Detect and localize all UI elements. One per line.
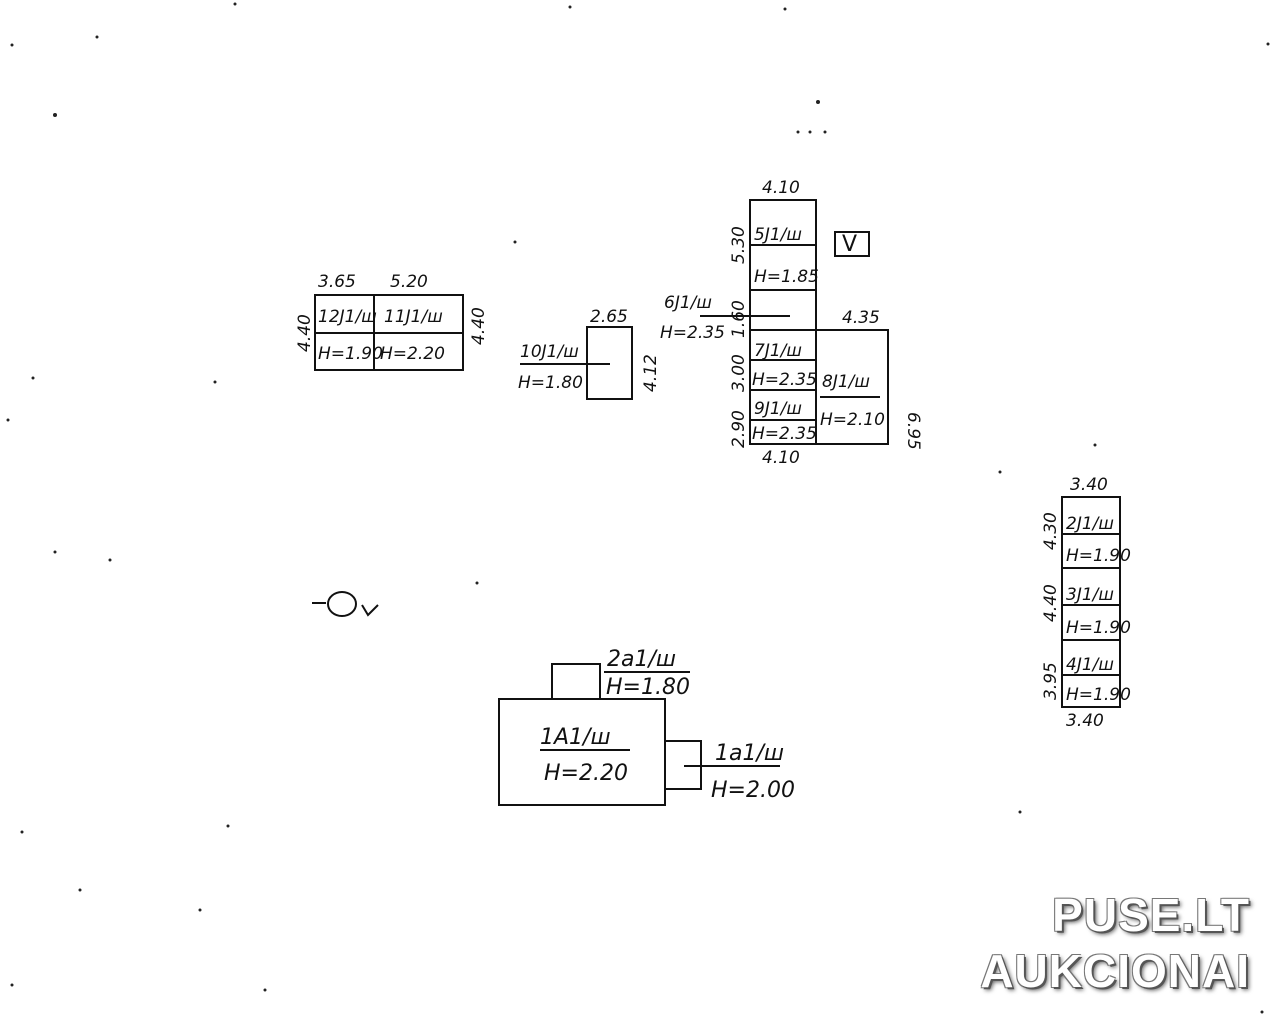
room-5-height: H=1.85: [754, 267, 819, 287]
room-8-label: 8J1/ш: [822, 372, 870, 392]
room-11-height: H=2.20: [380, 344, 445, 364]
room-2a-height: H=1.80: [606, 675, 690, 700]
room-2-height: H=1.90: [1066, 546, 1131, 566]
room-11-label: 11J1/ш: [384, 307, 443, 327]
dim-a-left: 4.40: [295, 314, 315, 352]
dim-c-right-top: 4.35: [842, 308, 880, 328]
room-1a-label: 1a1/ш: [715, 741, 784, 766]
room-12-height: H=1.90: [318, 344, 383, 364]
room-4-height: H=1.90: [1066, 685, 1131, 705]
dim-c-left-3: 3.00: [729, 354, 749, 392]
room-6-label: 6J1/ш: [664, 293, 712, 313]
room-10-height: H=1.80: [518, 373, 583, 393]
dim-c-left-4: 2.90: [729, 410, 749, 448]
dim-c-left-2: 1.60: [729, 300, 749, 338]
dim-d-bottom: 3.40: [1066, 711, 1104, 731]
dim-c-bottom: 4.10: [762, 448, 800, 468]
watermark-line-2: AUKCIONAI: [980, 945, 1250, 997]
room-4-label: 4J1/ш: [1066, 655, 1114, 675]
dim-b-right: 4.12: [641, 354, 661, 392]
watermark-line-1: PUSE.LT: [1052, 889, 1250, 941]
room-1A-height: H=2.20: [544, 761, 628, 786]
dim-c-left-1: 5.30: [729, 226, 749, 264]
room-1a-height: H=2.00: [711, 778, 795, 803]
dim-c-top: 4.10: [762, 178, 800, 198]
room-12-label: 12J1/ш: [318, 307, 377, 327]
room-7-height: H=2.35: [752, 370, 817, 390]
dim-a-right: 4.40: [469, 307, 489, 345]
dim-d-left-3: 3.95: [1041, 662, 1061, 700]
room-2a-label: 2a1/ш: [607, 647, 676, 672]
room-8-height: H=2.10: [820, 410, 885, 430]
dim-a-top-2: 5.20: [390, 272, 428, 292]
room-group-b: 2.65 4.12 10J1/ш H=1.80: [518, 307, 661, 400]
room-5-label: 5J1/ш: [754, 225, 802, 245]
dim-a-top-1: 3.65: [318, 272, 356, 292]
room-1A-label: 1A1/ш: [540, 725, 611, 750]
room-7-label: 7J1/ш: [754, 341, 802, 361]
room-3-height: H=1.90: [1066, 618, 1131, 638]
room-2-label: 2J1/ш: [1066, 514, 1114, 534]
room-group-c: V 4.10 4.10 4.35 6.95 5.30 1.60 3.00 2.9…: [660, 178, 923, 468]
room-3-label: 3J1/ш: [1066, 585, 1114, 605]
room-group-d: 3.40 3.40 4.30 4.40 3.95 2J1/ш H=1.90 3J…: [1041, 475, 1131, 731]
dim-c-right: 6.95: [903, 412, 923, 450]
dim-b-top: 2.65: [590, 307, 628, 327]
room-group-a: 3.65 5.20 4.40 4.40 12J1/ш H=1.90 11J1/ш…: [295, 272, 489, 371]
dim-d-top: 3.40: [1070, 475, 1108, 495]
room-9-height: H=2.35: [752, 424, 817, 444]
scan-specks: [6, 2, 1270, 1014]
room-9-label: 9J1/ш: [754, 399, 802, 419]
room-10-label: 10J1/ш: [520, 342, 579, 362]
floor-mark: V: [842, 232, 857, 257]
orientation-symbol: [312, 591, 379, 617]
dim-d-left-2: 4.40: [1041, 584, 1061, 622]
room-group-e: 2a1/ш H=1.80 1A1/ш H=2.20 1a1/ш H=2.00: [498, 647, 795, 806]
room-6-height: H=2.35: [660, 323, 725, 343]
dim-d-left-1: 4.30: [1041, 512, 1061, 550]
